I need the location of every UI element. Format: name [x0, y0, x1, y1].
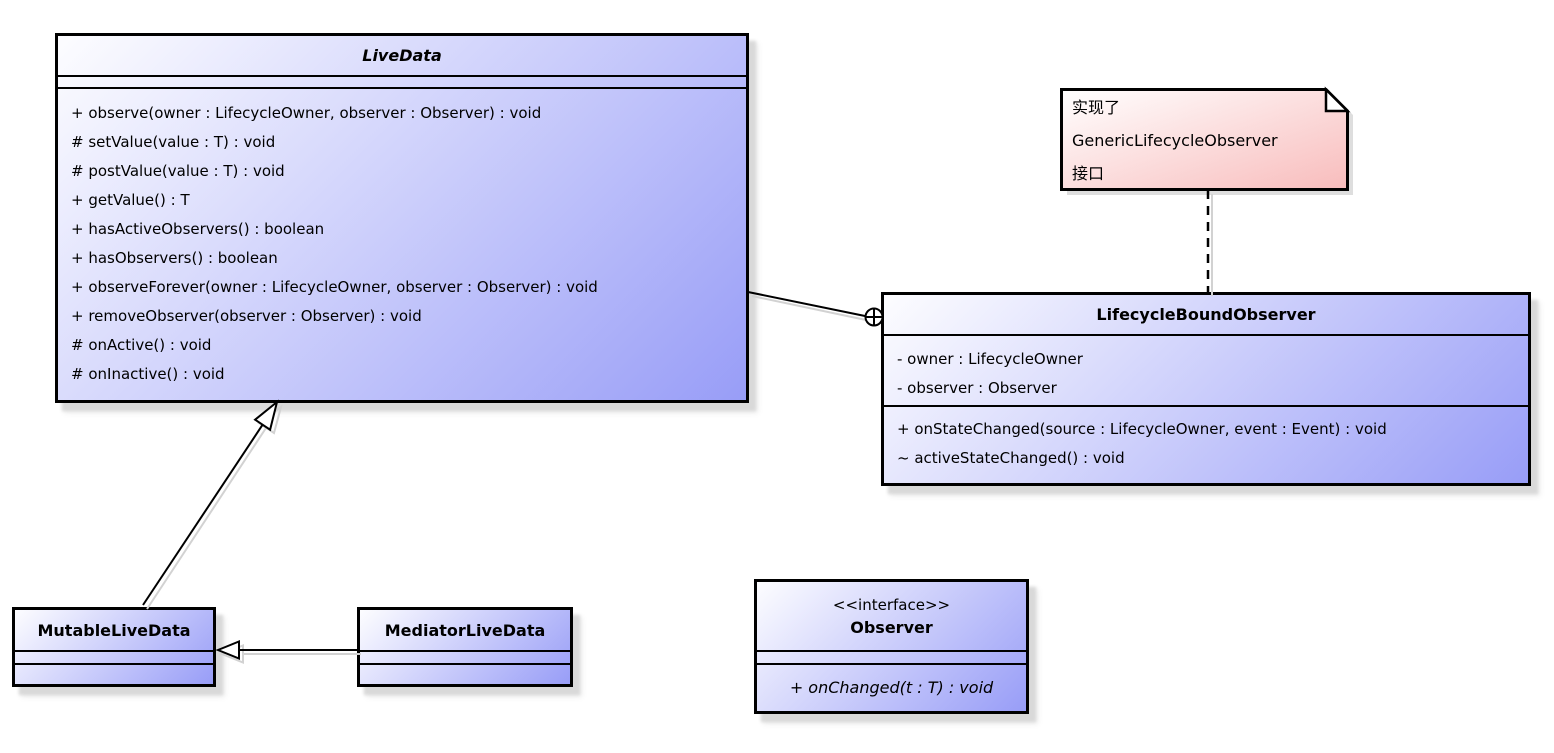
method-row: + observe(owner : LifecycleOwner, observ…: [71, 104, 542, 122]
generalization-arrow-mutable-to-livedata: [142, 399, 279, 606]
class-lifecycleboundobserver-title: LifecycleBoundObserver: [884, 295, 1528, 336]
method-row: # onInactive() : void: [71, 365, 225, 383]
method-row: # onActive() : void: [71, 336, 212, 354]
note-text: 实现了 GenericLifecycleObserver 接口: [1072, 91, 1278, 190]
interface-observer-attributes-empty: [757, 652, 1026, 665]
note-line: GenericLifecycleObserver: [1072, 131, 1278, 150]
class-livedata-methods: + observe(owner : LifecycleOwner, observ…: [58, 89, 746, 389]
class-lifecycleboundobserver-attributes: - owner : LifecycleOwner - observer : Ob…: [884, 336, 1528, 407]
method-row: + onChanged(t : T) : void: [789, 678, 994, 697]
note-generic-lifecycle-observer: 实现了 GenericLifecycleObserver 接口: [1054, 82, 1356, 198]
interface-observer: <<interface>> Observer + onChanged(t : T…: [754, 579, 1029, 714]
class-mediatorlivedata-attributes-empty: [360, 652, 570, 665]
class-mediatorlivedata-title: MediatorLiveData: [360, 610, 570, 652]
interface-observer-title-block: <<interface>> Observer: [757, 582, 1026, 652]
class-livedata: LiveData + observe(owner : LifecycleOwne…: [55, 33, 749, 403]
method-row: + observeForever(owner : LifecycleOwner,…: [71, 278, 598, 296]
method-row: # postValue(value : T) : void: [71, 162, 285, 180]
method-row: + onStateChanged(source : LifecycleOwner…: [897, 420, 1387, 438]
class-lifecycleboundobserver: LifecycleBoundObserver - owner : Lifecyc…: [881, 292, 1531, 486]
nested-class-anchor-icon: [747, 291, 884, 327]
method-row: # setValue(value : T) : void: [71, 133, 276, 151]
method-row: + getValue() : T: [71, 191, 190, 209]
note-shape: [1060, 86, 1353, 195]
method-row: ~ activeStateChanged() : void: [897, 449, 1125, 467]
class-livedata-attributes-empty: [58, 77, 746, 89]
method-row: + removeObserver(observer : Observer) : …: [71, 307, 422, 325]
class-mutablelivedata: MutableLiveData: [12, 607, 216, 687]
note-line: 接口: [1072, 164, 1105, 183]
generalization-arrow-mediator-to-mutable: [215, 640, 357, 660]
interface-stereotype: <<interface>>: [832, 595, 951, 614]
method-row: + hasObservers() : boolean: [71, 249, 278, 267]
method-row: + hasActiveObservers() : boolean: [71, 220, 325, 238]
attribute-row: - owner : LifecycleOwner: [897, 350, 1083, 368]
attribute-row: - observer : Observer: [897, 379, 1057, 397]
class-livedata-title: LiveData: [58, 36, 746, 77]
class-mutablelivedata-attributes-empty: [15, 652, 213, 665]
class-mediatorlivedata: MediatorLiveData: [357, 607, 573, 687]
interface-observer-title: Observer: [850, 617, 933, 637]
class-lifecycleboundobserver-methods: + onStateChanged(source : LifecycleOwner…: [884, 407, 1528, 473]
class-mutablelivedata-title: MutableLiveData: [15, 610, 213, 652]
interface-observer-methods: + onChanged(t : T) : void: [757, 665, 1026, 702]
note-line: 实现了: [1072, 98, 1121, 117]
